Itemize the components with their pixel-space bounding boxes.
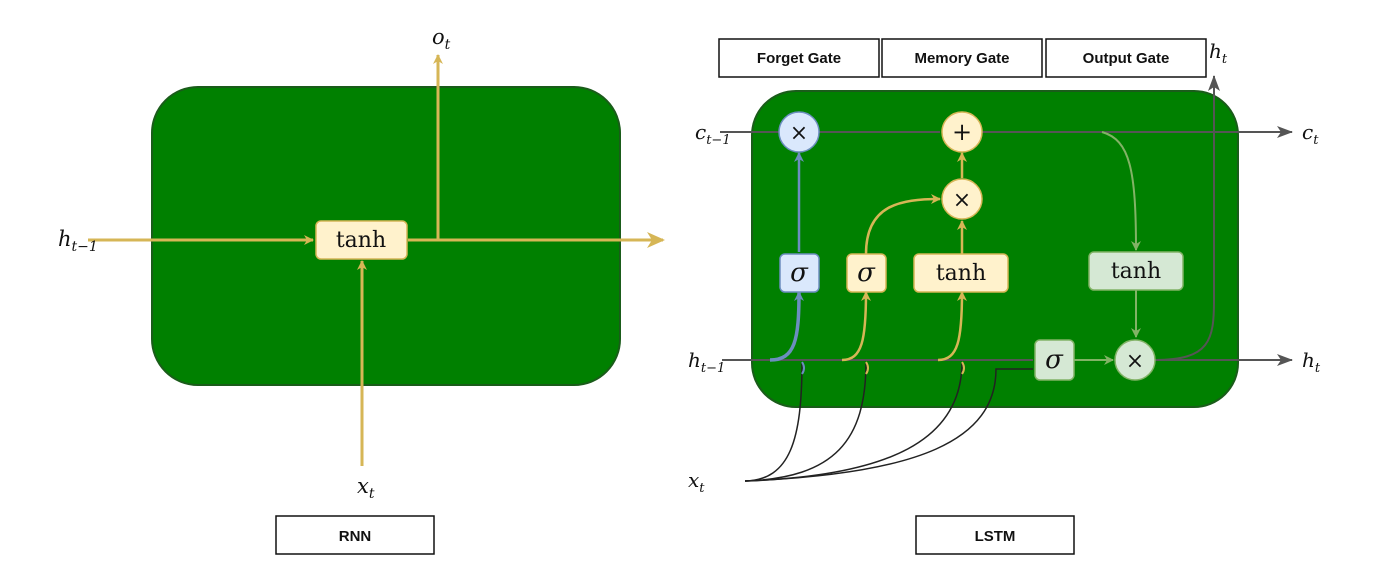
h-prev-label: ht−1	[688, 348, 725, 376]
rnn-caption: RNN	[339, 528, 372, 545]
x-input-connections	[744, 361, 1033, 482]
lstm-cell	[751, 90, 1239, 408]
memory-gate-label: Memory Gate	[914, 50, 1009, 67]
forget-sigma-symbol: σ	[790, 258, 809, 288]
output-multiply-node	[1114, 339, 1156, 381]
forget-gate-label: Forget Gate	[757, 50, 841, 67]
rnn-x-input-label: xt	[357, 474, 375, 502]
input-multiply-node	[941, 178, 983, 220]
output-multiply-symbol: ×	[1126, 349, 1144, 374]
forget-multiply-node	[778, 111, 820, 153]
x-in-label: xt	[688, 468, 705, 496]
forget-sigma-node	[779, 253, 820, 293]
input-gate-input-curve	[841, 291, 871, 362]
rnn-diagram: tanh ht−1 ot xt RNN	[58, 25, 665, 555]
candidate-tanh-node	[913, 253, 1009, 293]
input-sigma-node	[846, 253, 887, 293]
rnn-output-label: ot	[432, 25, 451, 53]
line-crossing-mark-blue	[801, 361, 805, 375]
hidden-state-up-arrow	[1154, 75, 1220, 361]
c-prev-label: ct−1	[695, 120, 731, 148]
add-node	[941, 111, 983, 153]
forget-multiply-symbol: ×	[790, 121, 808, 146]
add-symbol: +	[952, 118, 972, 146]
output-gate-box	[1045, 38, 1207, 78]
rnn-tanh-label: tanh	[336, 228, 386, 253]
forget-gate-box	[718, 38, 880, 78]
rnn-tanh-node	[315, 220, 408, 260]
h-out-label: ht	[1302, 348, 1321, 376]
input-sigma-to-mult	[864, 194, 941, 255]
memory-gate-box	[881, 38, 1043, 78]
rnn-hidden-input-label: ht−1	[58, 227, 98, 255]
input-sigma-symbol: σ	[857, 258, 876, 288]
lstm-caption-box	[915, 515, 1075, 555]
candidate-input-curve	[937, 291, 967, 362]
cell-tanh-label: tanh	[1111, 259, 1161, 284]
forget-gate-input-curve	[769, 291, 804, 362]
lstm-caption: LSTM	[975, 528, 1016, 545]
rnn-caption-box	[275, 515, 435, 555]
output-gate-label: Output Gate	[1083, 50, 1170, 67]
cell-state-to-tanh	[1101, 131, 1141, 251]
cell-tanh-node	[1088, 251, 1184, 291]
c-out-label: ct	[1302, 120, 1319, 148]
h-top-label: ht	[1209, 39, 1228, 67]
input-multiply-symbol: ×	[953, 188, 971, 213]
lstm-diagram: Forget Gate Memory Gate Output Gate	[688, 38, 1321, 555]
output-sigma-symbol: σ	[1045, 345, 1064, 375]
candidate-tanh-label: tanh	[936, 261, 986, 286]
line-crossing-marks	[865, 361, 965, 375]
output-sigma-node	[1034, 339, 1075, 381]
